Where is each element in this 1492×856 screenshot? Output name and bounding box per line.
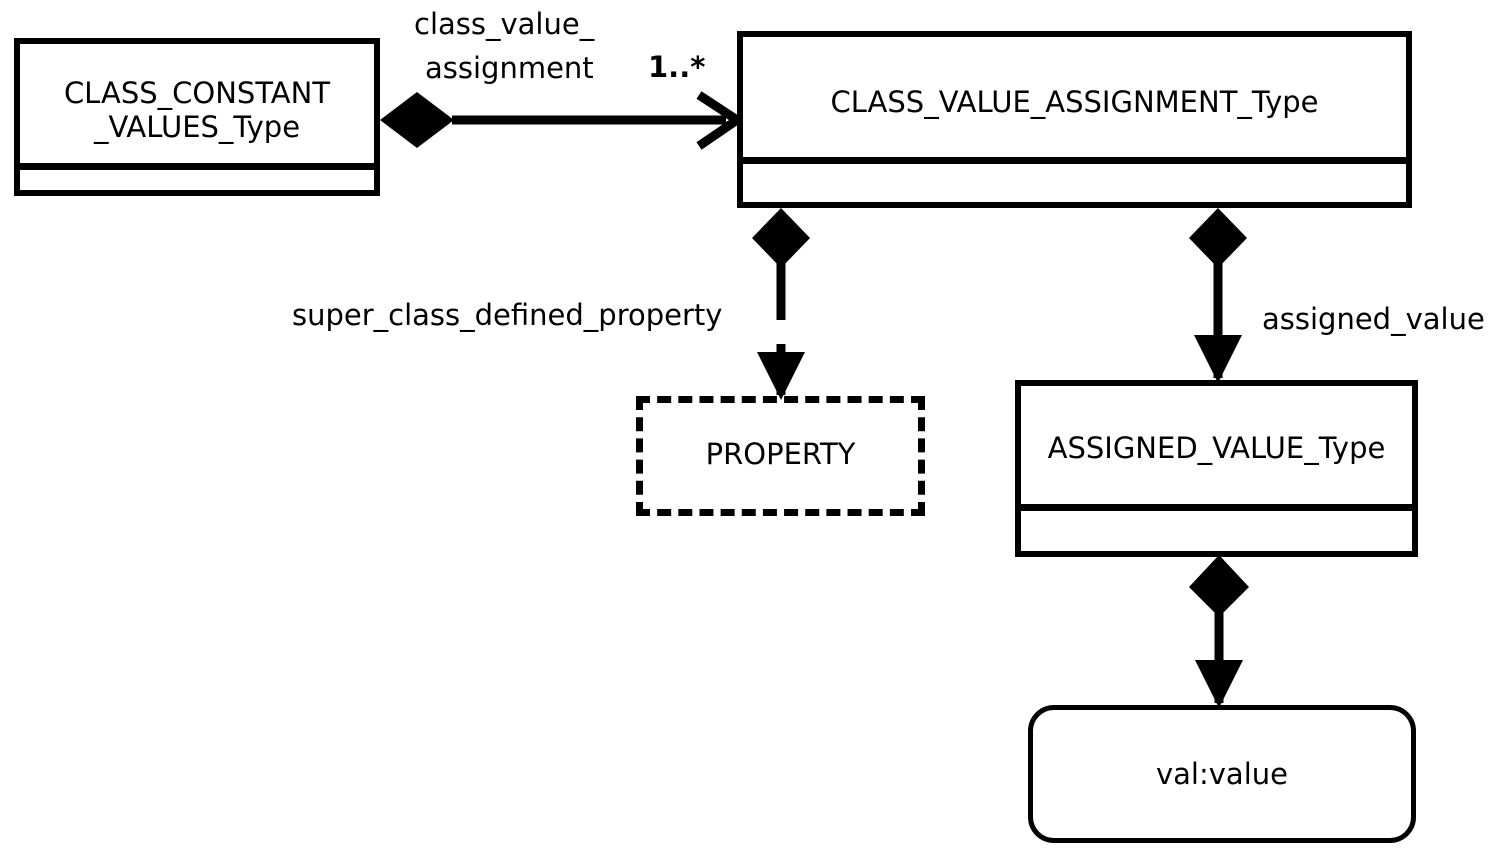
solid-arrow-icon (757, 352, 805, 400)
filled-diamond-icon (1189, 208, 1247, 268)
filled-diamond-icon (380, 92, 454, 148)
node-property-label: PROPERTY (705, 437, 856, 471)
edge-value-attribute (1189, 555, 1249, 708)
node-val-value[interactable]: val:value (1028, 705, 1416, 843)
filled-diamond-icon (752, 208, 810, 268)
node-assigned-value-type[interactable]: ASSIGNED_VALUE_Type (1015, 380, 1418, 557)
compartment-separator (743, 157, 1406, 164)
node-class-value-assignment-type-label: CLASS_VALUE_ASSIGNMENT_Type (830, 85, 1319, 119)
edge-assigned-value (1189, 208, 1247, 383)
filled-diamond-icon (1189, 555, 1249, 617)
edge-super-class-defined-property (752, 208, 810, 400)
edge-label-assigned-value: assigned_value (1262, 302, 1485, 336)
compartment-separator (20, 163, 374, 170)
edge-label-class-value-assignment-line2: assignment (425, 51, 594, 85)
edge-label-super-class-defined-property: super_class_defined_property (292, 298, 723, 332)
node-class-value-assignment-type[interactable]: CLASS_VALUE_ASSIGNMENT_Type (737, 31, 1412, 208)
edge-label-multiplicity-one-to-many: 1..* (648, 50, 706, 84)
node-property[interactable]: PROPERTY (636, 396, 925, 516)
edge-class-value-assignment (380, 91, 746, 150)
node-val-value-label: val:value (1156, 757, 1288, 791)
edge-label-class-value-assignment-line1: class_value_ (414, 7, 595, 41)
node-assigned-value-type-label: ASSIGNED_VALUE_Type (1047, 431, 1386, 465)
solid-arrow-icon (1194, 335, 1242, 383)
solid-arrow-icon (1195, 660, 1243, 708)
node-class-constant-values-type[interactable]: CLASS_CONSTANT _VALUES_Type (14, 38, 380, 196)
compartment-separator (1021, 504, 1412, 511)
node-class-constant-values-type-label: CLASS_CONSTANT _VALUES_Type (63, 76, 331, 145)
